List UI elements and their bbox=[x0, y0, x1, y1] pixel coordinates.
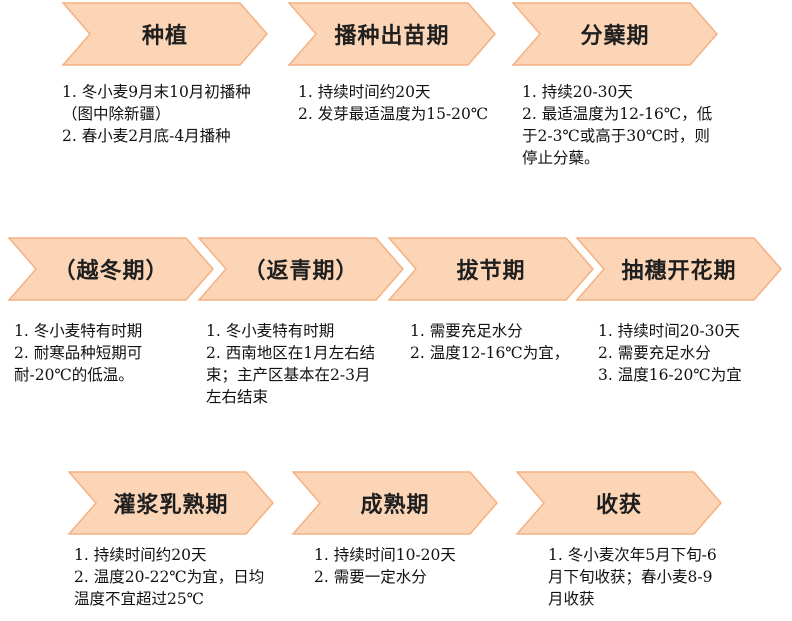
note-item: 2. 耐寒品种短期可耐-20℃的低温。 bbox=[14, 344, 143, 384]
note-item: 1. 持续时间10-20天 bbox=[314, 546, 456, 564]
stage-label: 分蘖期 bbox=[580, 24, 650, 49]
stage-notes-overwintering: 1. 冬小麦特有时期 2. 耐寒品种短期可耐-20℃的低温。 bbox=[14, 320, 194, 386]
stage-label: （返青期） bbox=[243, 259, 359, 284]
stage-label: 灌浆乳熟期 bbox=[113, 493, 229, 518]
chevron-shape bbox=[515, 471, 722, 535]
stage-notes-sowing-emergence: 1. 持续时间约20天 2. 发芽最适温度为15-20℃ bbox=[298, 81, 490, 125]
stage-notes-greening: 1. 冬小麦特有时期 2. 西南地区在1月左右结束；主产区基本在2-3月左右结束 bbox=[206, 320, 384, 408]
note-item: 1. 冬小麦特有时期 bbox=[14, 322, 143, 340]
stage-notes-grain-filling: 1. 持续时间约20天 2. 温度20-22℃为宜，日均温度不宜超过25℃ bbox=[74, 544, 276, 610]
note-item: 2. 温度20-22℃为宜，日均温度不宜超过25℃ bbox=[74, 568, 265, 608]
stage-notes-maturity: 1. 持续时间10-20天 2. 需要一定水分 bbox=[314, 544, 500, 588]
stage-chevron-heading-flowering: 抽穗开花期 bbox=[575, 237, 782, 301]
note-item: 2. 发芽最适温度为15-20℃ bbox=[298, 105, 489, 123]
note-item: 1. 持续时间约20天 bbox=[74, 546, 207, 564]
stage-label: 种植 bbox=[141, 24, 188, 49]
stage-label: （越冬期） bbox=[53, 259, 169, 284]
stage-chevron-maturity: 成熟期 bbox=[291, 471, 498, 535]
note-item: 1. 冬小麦特有时期 bbox=[206, 322, 335, 340]
chevron-shape bbox=[287, 2, 496, 66]
stage-chevron-jointing: 拔节期 bbox=[387, 237, 594, 301]
stage-chevron-tillering: 分蘖期 bbox=[511, 2, 718, 66]
stage-chevron-sowing-emergence: 播种出苗期 bbox=[287, 2, 496, 66]
stage-label: 收获 bbox=[595, 493, 642, 518]
note-item: 2. 需要一定水分 bbox=[314, 568, 427, 586]
note-item: 3. 温度16-20℃为宜 bbox=[598, 366, 742, 384]
chevron-shape bbox=[197, 237, 404, 301]
stage-label: 成熟期 bbox=[360, 493, 430, 518]
stage-label: 拔节期 bbox=[456, 259, 526, 284]
note-item: 1. 持续20-30天 bbox=[522, 83, 633, 101]
note-item: 2. 春小麦2月底-4月播种 bbox=[62, 127, 231, 145]
note-item: 2. 需要充足水分 bbox=[598, 344, 711, 362]
note-item: 2. 最适温度为12-16℃，低于2-3℃或高于30℃时，则停止分蘖。 bbox=[522, 105, 713, 167]
stage-notes-tillering: 1. 持续20-30天 2. 最适温度为12-16℃，低于2-3℃或高于30℃时… bbox=[522, 81, 714, 169]
stage-chevron-grain-filling: 灌浆乳熟期 bbox=[67, 471, 274, 535]
stage-label: 抽穗开花期 bbox=[621, 259, 737, 284]
note-item: 1. 持续时间20-30天 bbox=[598, 322, 740, 340]
chevron-shape bbox=[67, 471, 274, 535]
stage-chevron-planting: 种植 bbox=[61, 2, 268, 66]
chevron-shape bbox=[387, 237, 594, 301]
stage-chevron-harvest: 收获 bbox=[515, 471, 722, 535]
chevron-shape bbox=[291, 471, 498, 535]
stage-chevron-greening: （返青期） bbox=[197, 237, 404, 301]
note-item: 1. 需要充足水分 bbox=[410, 322, 523, 340]
stage-notes-planting: 1. 冬小麦9月末10月初播种（图中除新疆） 2. 春小麦2月底-4月播种 bbox=[62, 81, 274, 147]
note-item: 1. 持续时间约20天 bbox=[298, 83, 431, 101]
note-item: 1. 冬小麦次年5月下旬-6月下旬收获；春小麦8-9月收获 bbox=[548, 546, 717, 608]
chevron-shape bbox=[7, 237, 214, 301]
note-item: 2. 温度12-16℃为宜， bbox=[410, 344, 570, 362]
note-item: 2. 西南地区在1月左右结束；主产区基本在2-3月左右结束 bbox=[206, 344, 376, 406]
stage-label: 播种出苗期 bbox=[334, 24, 450, 49]
chevron-shape bbox=[575, 237, 782, 301]
stage-notes-heading-flowering: 1. 持续时间20-30天 2. 需要充足水分 3. 温度16-20℃为宜 bbox=[598, 320, 788, 386]
chevron-shape bbox=[61, 2, 268, 66]
note-item: 1. 冬小麦9月末10月初播种（图中除新疆） bbox=[62, 83, 251, 123]
stage-notes-harvest: 1. 冬小麦次年5月下旬-6月下旬收获；春小麦8-9月收获 bbox=[548, 544, 724, 610]
stage-chevron-overwintering: （越冬期） bbox=[7, 237, 214, 301]
chevron-shape bbox=[511, 2, 718, 66]
stage-notes-jointing: 1. 需要充足水分 2. 温度12-16℃为宜， bbox=[410, 320, 594, 364]
